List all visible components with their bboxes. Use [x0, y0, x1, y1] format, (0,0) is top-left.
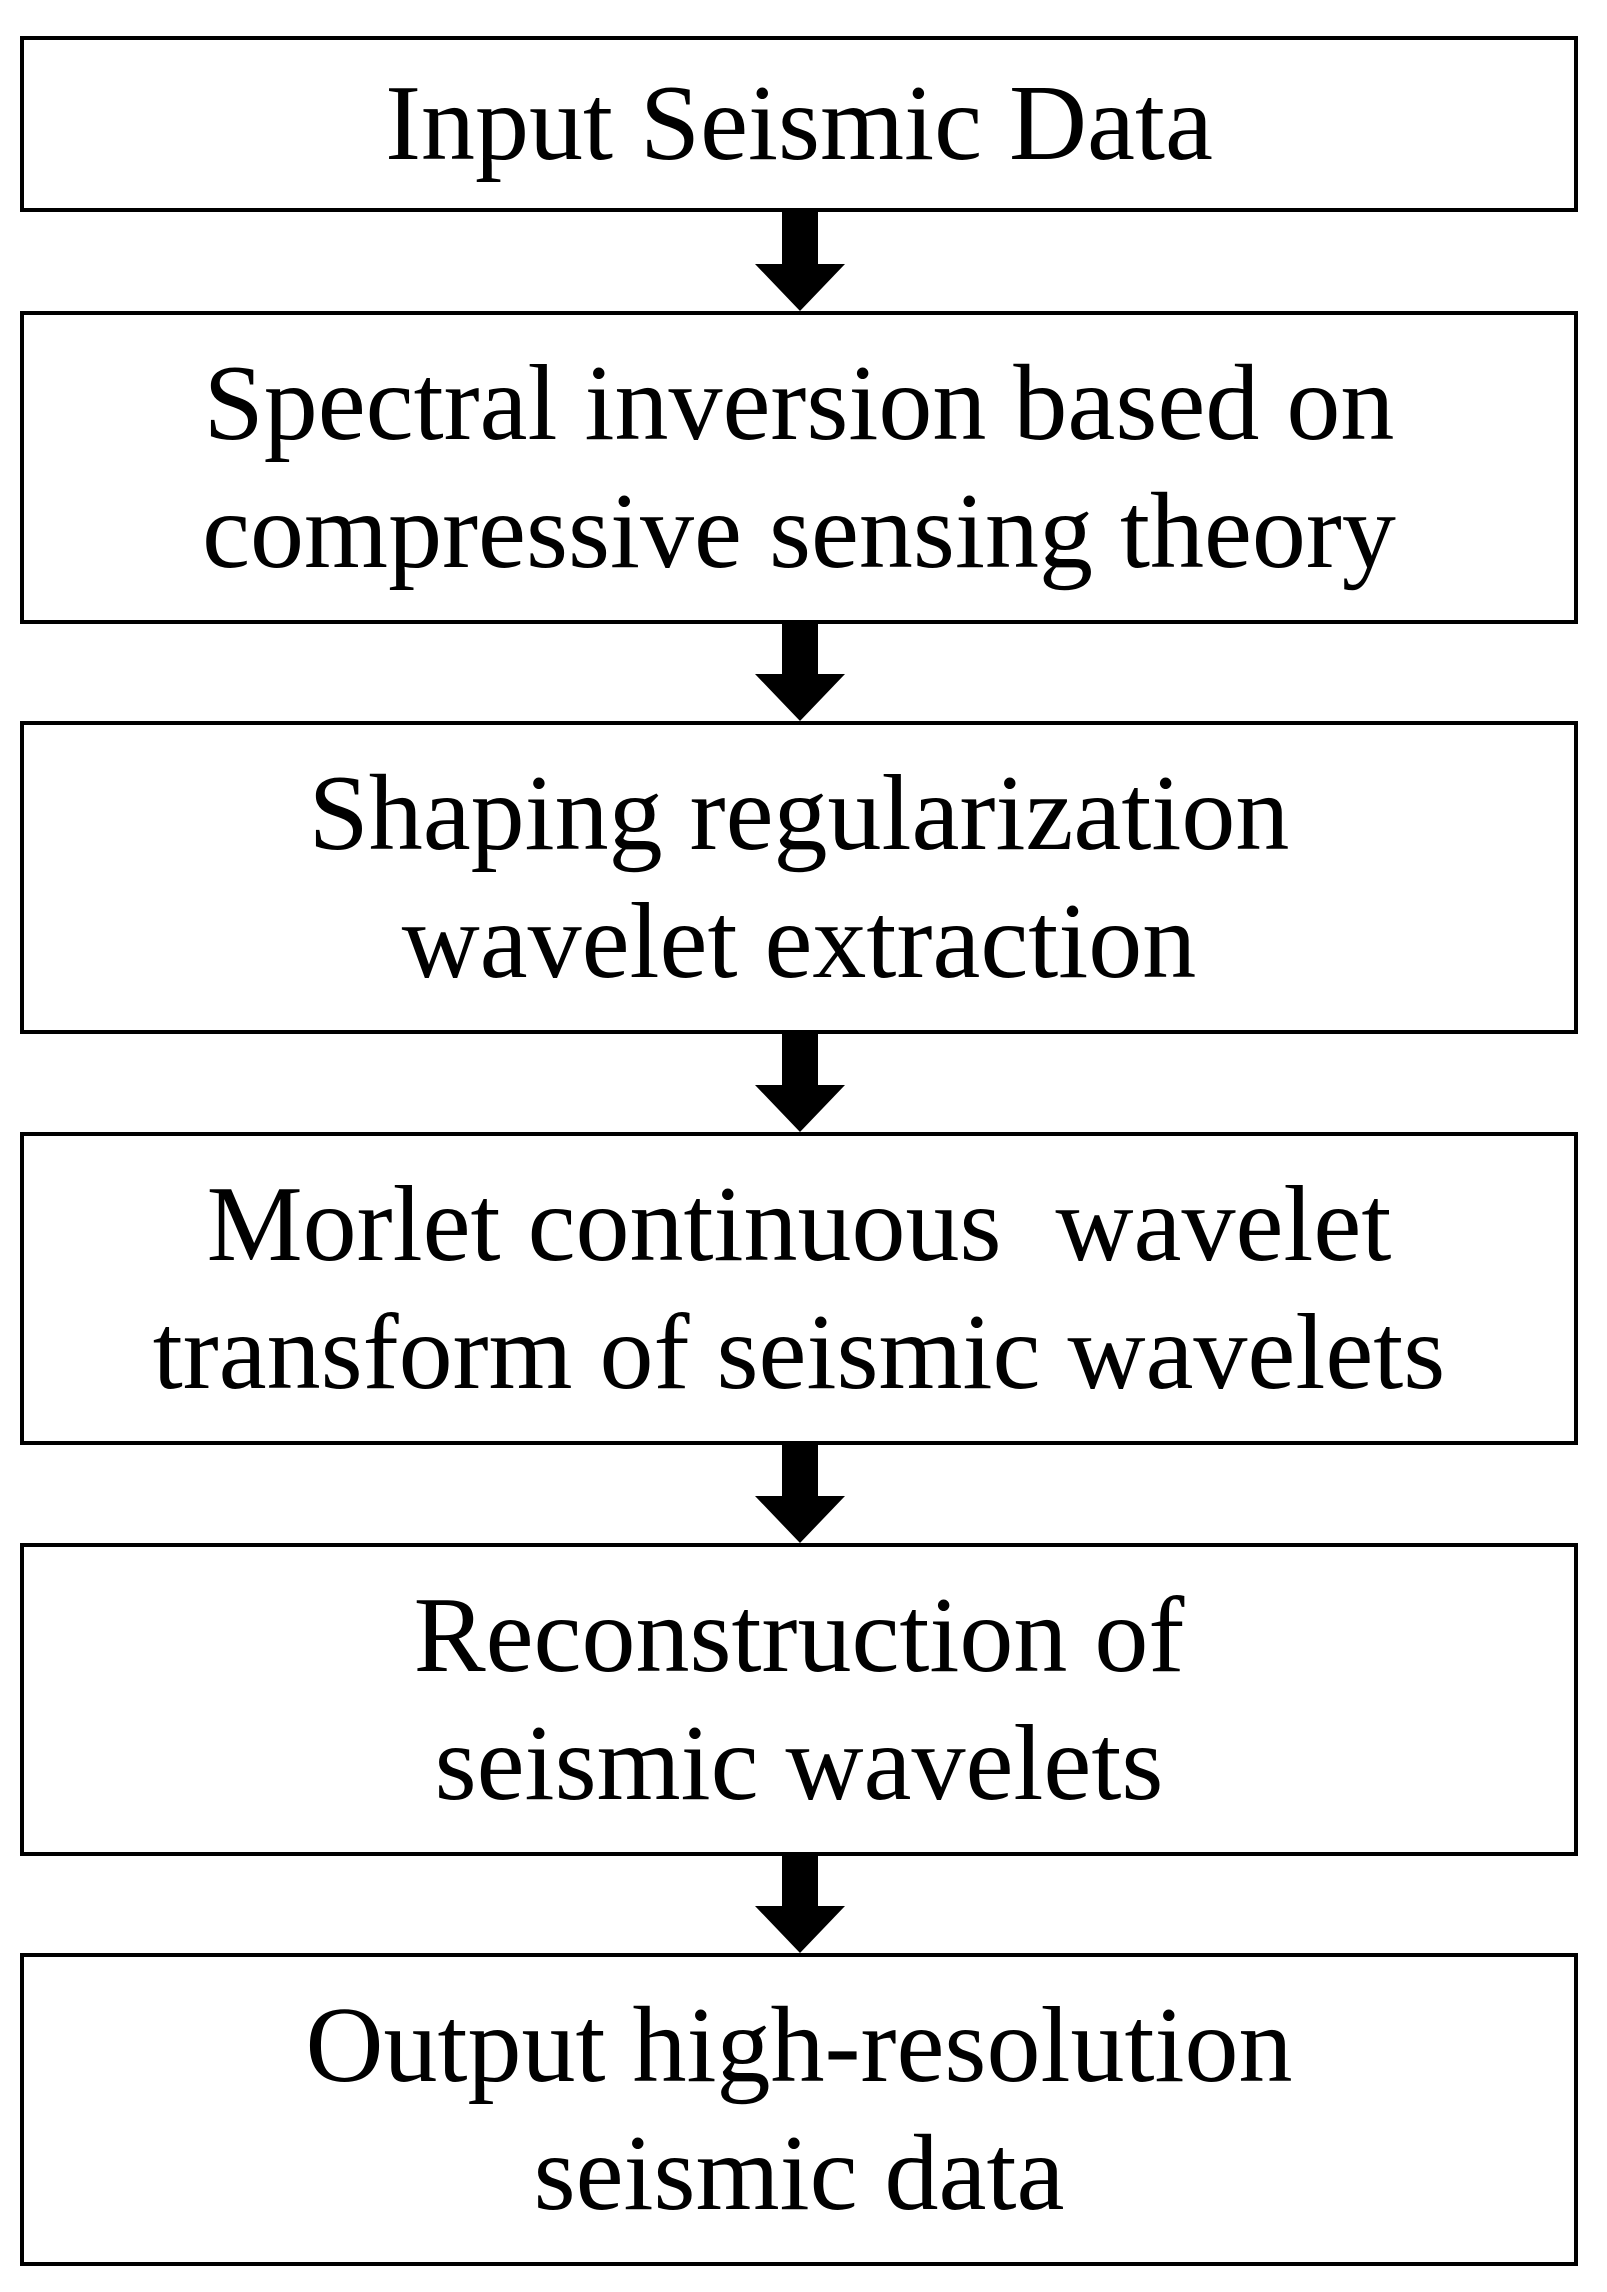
step-input-seismic-data: Input Seismic Data [20, 36, 1578, 212]
step-label-line: Shaping regularization [308, 753, 1290, 873]
step-label-line: Output high-resolution [305, 1985, 1293, 2105]
down-arrow-icon [755, 1034, 845, 1132]
step-label-line: Morlet continuous wavelet [206, 1164, 1392, 1284]
down-arrow-icon [755, 212, 845, 311]
step-spectral-inversion: Spectral inversion based on compressive … [20, 311, 1578, 624]
down-arrow-icon [755, 1856, 845, 1953]
step-morlet-transform: Morlet continuous wavelet transform of s… [20, 1132, 1578, 1445]
step-label-line: compressive sensing theory [202, 471, 1396, 591]
step-label-line: transform of seismic wavelets [152, 1292, 1446, 1412]
step-label-line: seismic wavelets [434, 1703, 1164, 1823]
step-label-line: wavelet extraction [401, 881, 1197, 1001]
down-arrow-icon [755, 624, 845, 721]
step-label-line: Reconstruction of [413, 1575, 1185, 1695]
step-wavelet-reconstruction: Reconstruction of seismic wavelets [20, 1543, 1578, 1856]
step-label-line: seismic data [533, 2113, 1065, 2233]
down-arrow-icon [755, 1445, 845, 1543]
step-wavelet-extraction: Shaping regularization wavelet extractio… [20, 721, 1578, 1034]
step-label-line: Spectral inversion based on [203, 343, 1395, 463]
step-output-high-resolution: Output high-resolution seismic data [20, 1953, 1578, 2266]
step-label-line: Input Seismic Data [385, 64, 1213, 183]
